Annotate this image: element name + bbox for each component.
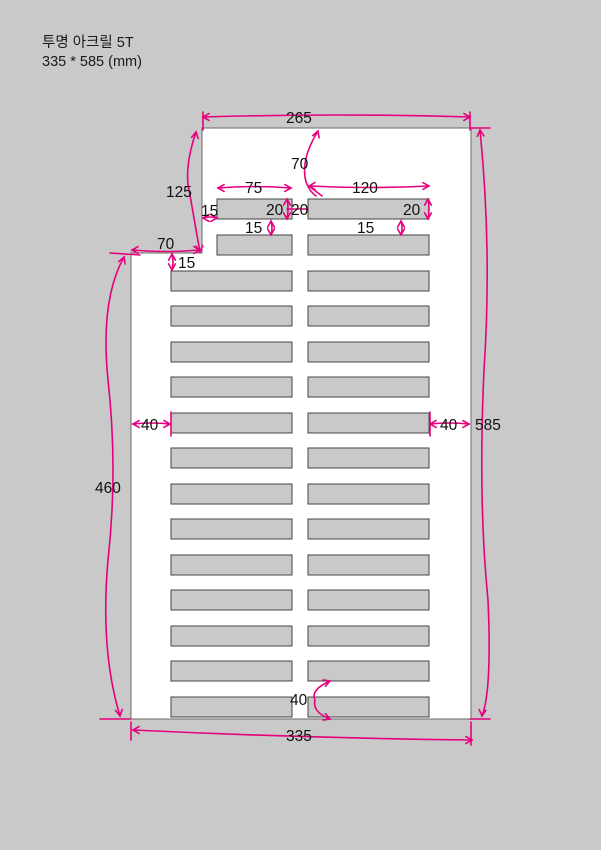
dim-120-arrow-b [422, 181, 431, 191]
dim-top-width: 265 [286, 110, 312, 127]
slot-right-6 [307, 447, 430, 469]
dim-585-arrow-a [476, 128, 485, 138]
slot-left-short [216, 234, 293, 256]
slot-right-0 [307, 234, 430, 256]
dim-notch-width: 70 [157, 236, 175, 253]
dim-335-arrow-b [465, 735, 474, 745]
slot-right-3 [307, 341, 430, 363]
dim-bottom-gap: 40 [290, 692, 308, 709]
leader-top-gap [303, 130, 319, 197]
leader-120 [308, 185, 323, 197]
dim-slot-height-left: 20 [266, 202, 284, 219]
dim-585-line [479, 129, 490, 717]
dim-top-width-line [202, 114, 471, 118]
slot-right-1 [307, 270, 430, 292]
drawing-title: 투명 아크릴 5T 335 * 585 (mm) [42, 34, 142, 72]
dim-20-right-arrow-a [423, 197, 433, 206]
dim-120-line [308, 185, 430, 189]
dim-40-right-arrow-b [462, 419, 471, 429]
slot-right-9 [307, 554, 430, 576]
dim-15-row-right-arrow-b [396, 228, 406, 237]
dim-slot-height-right: 20 [403, 202, 421, 219]
dim-notch-offset: 15 [178, 255, 195, 272]
dim-20-right-arrow-b [423, 212, 433, 221]
dim-right-margin: 40 [440, 417, 458, 434]
slot-left-2 [170, 305, 293, 327]
dim-335-line [132, 729, 473, 741]
slot-right-11 [307, 625, 430, 647]
dim-left-slot-length: 75 [245, 180, 262, 197]
slot-left-9 [170, 554, 293, 576]
dim-40-bottom-arrow-a [322, 679, 332, 688]
slot-left-6 [170, 447, 293, 469]
slot-left-12 [170, 660, 293, 682]
dim-40-right-line [429, 422, 470, 425]
dim-15-row-left-arrow-b [266, 228, 276, 237]
slot-right-4 [307, 376, 430, 398]
slot-left-11 [170, 625, 293, 647]
slot-right-13 [307, 696, 430, 718]
dim-15-offset-arrow-b [167, 263, 177, 272]
leader-top-gap-arrow [311, 129, 320, 139]
dim-right-row-gap: 15 [357, 220, 374, 237]
slot-left-1 [170, 270, 293, 292]
slot-left-5 [170, 412, 293, 434]
slot-right-5 [307, 412, 430, 434]
dim-notch-inset: 15 [201, 203, 218, 220]
dim-total-width: 335 [286, 728, 312, 745]
dim-460-line [104, 256, 125, 717]
dim-125-line [186, 131, 201, 253]
dim-15-row-left-arrow-a [266, 219, 276, 228]
slot-left-8 [170, 518, 293, 540]
dim-40-left-arrow-b [163, 419, 172, 429]
dim-left-row-gap: 15 [245, 220, 262, 237]
slot-left-3 [170, 341, 293, 363]
title-size: 335 * 585 (mm) [42, 54, 142, 70]
title-material: 투명 아크릴 5T [42, 35, 134, 51]
dim-lower-height: 460 [95, 480, 121, 497]
slot-left-4 [170, 376, 293, 398]
slot-left-13 [170, 696, 293, 718]
slot-left-7 [170, 483, 293, 505]
dim-15-row-right-arrow-a [396, 219, 406, 228]
dim-20-left-arrow-a [282, 197, 292, 206]
dim-15-offset-arrow-a [167, 252, 177, 261]
dim-75-line [217, 185, 292, 189]
dim-125-arrow-a [190, 130, 199, 140]
dim-75-arrow-a [216, 183, 225, 193]
dim-top-gap: 70 [291, 156, 309, 173]
dim-40-bottom-line [313, 680, 331, 720]
dim-40-left-line [132, 422, 171, 425]
dim-70-notch-line [131, 249, 201, 253]
slot-right-2 [307, 305, 430, 327]
dim-75-arrow-b [284, 183, 293, 193]
dim-460-arrow-a [117, 255, 126, 265]
slot-right-12 [307, 660, 430, 682]
dim-40-left-arrow-a [131, 419, 140, 429]
dim-335-arrow-a [131, 725, 140, 735]
dim-left-margin: 40 [141, 417, 159, 434]
dim-70-notch-arrow-a [130, 245, 139, 255]
dim-460-arrow-b [114, 708, 123, 718]
dimension-lines [99, 111, 491, 746]
dim-notch-height: 125 [166, 184, 192, 201]
dim-40-bottom-arrow-b [322, 712, 332, 721]
dim-70-notch-arrow-b [193, 245, 202, 255]
dim-right-slot-length: 120 [352, 180, 378, 197]
tick-460-top [109, 252, 141, 256]
dim-585-arrow-b [478, 708, 487, 718]
dimension-labels: 265 70 75 120 125 15 20 20 20 15 15 70 1… [95, 110, 501, 745]
dim-15-inset-arrow-a [201, 213, 210, 223]
slot-left-10 [170, 589, 293, 611]
dim-20-left-arrow-b [282, 212, 292, 221]
slot-group [170, 198, 430, 718]
slot-right-10 [307, 589, 430, 611]
dim-total-height: 585 [475, 417, 501, 434]
slot-right-7 [307, 483, 430, 505]
dim-center-gap: 20 [291, 202, 309, 219]
slot-right-8 [307, 518, 430, 540]
dim-15-inset-arrow-b [210, 213, 219, 223]
